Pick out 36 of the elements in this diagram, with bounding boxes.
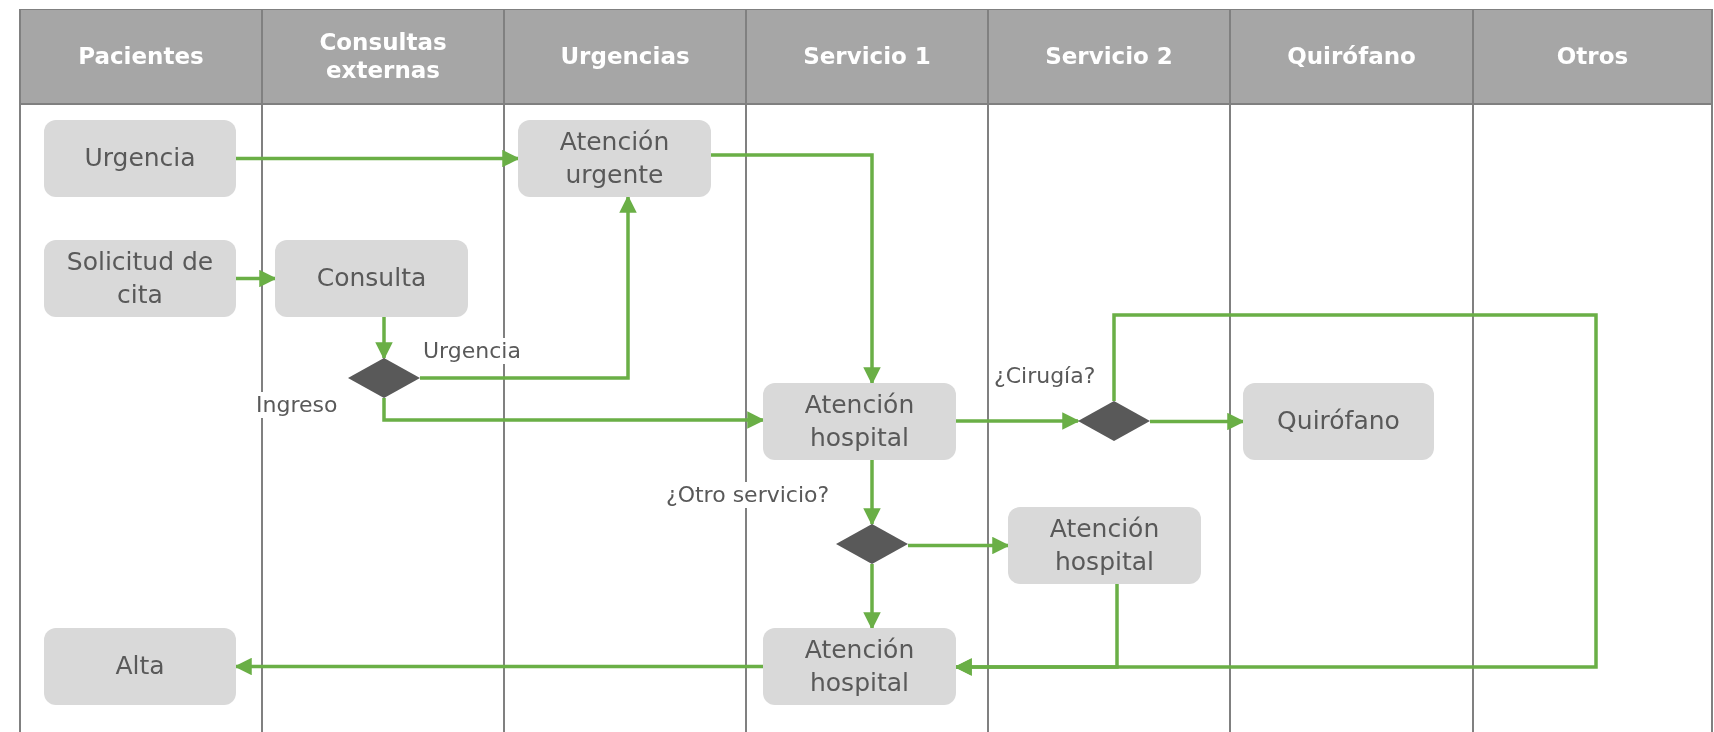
lane-header: Consultas externas <box>262 9 504 105</box>
lane-header: Otros <box>1473 9 1712 105</box>
arrow <box>954 584 1119 676</box>
process-box: Consulta <box>275 240 468 317</box>
arrow <box>908 536 1010 555</box>
arrow <box>236 149 520 168</box>
process-box: Solicitud de cita <box>44 240 236 317</box>
decision-label: ¿Cirugía? <box>994 363 1096 390</box>
decision-diamond <box>836 524 908 564</box>
process-box: Urgencia <box>44 120 236 197</box>
arrow <box>863 460 881 526</box>
process-box: Alta <box>44 628 236 705</box>
lane-header: Urgencias <box>504 9 746 105</box>
arrow <box>863 564 881 630</box>
lane-header: Servicio 2 <box>988 9 1230 105</box>
arrow <box>236 269 277 288</box>
arrow <box>711 153 881 385</box>
process-box: Atención hospital <box>1008 507 1201 584</box>
process-box: Atención hospital <box>763 628 956 705</box>
lane-header: Quirófano <box>1230 9 1473 105</box>
edge-label: Urgencia <box>423 338 521 365</box>
decision-label: ¿Otro servicio? <box>666 482 830 509</box>
decision-diamond <box>348 358 420 398</box>
process-box: Atención urgente <box>518 120 711 197</box>
edge-label: Ingreso <box>256 392 338 419</box>
process-box: Quirófano <box>1243 383 1434 460</box>
process-box: Atención hospital <box>763 383 956 460</box>
lane-header: Pacientes <box>20 9 262 105</box>
decision-diamond <box>1078 401 1150 441</box>
lane-header: Servicio 1 <box>746 9 988 105</box>
arrow <box>420 195 637 380</box>
arrow <box>375 317 393 360</box>
arrow <box>956 412 1080 430</box>
arrow <box>234 657 763 676</box>
arrow <box>1150 412 1245 431</box>
arrow <box>382 398 765 429</box>
